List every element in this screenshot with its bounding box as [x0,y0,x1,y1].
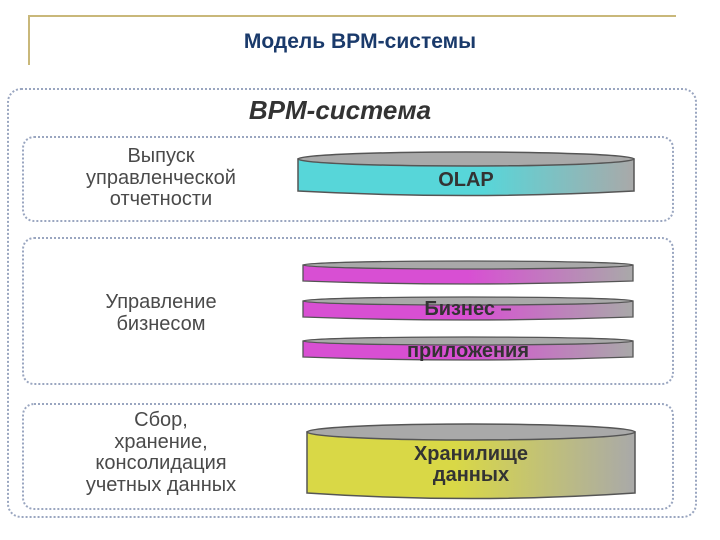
slide-title: Модель BPM-системы [243,30,477,53]
olap-label: OLAP [438,169,494,191]
layer-business-label: Управление бизнесом [105,291,217,335]
business-app-bar-1-label [302,260,634,286]
business-app-bar-1 [302,260,634,286]
data-warehouse-cylinder: Хранилище данных [305,422,637,504]
layer-reporting-label: Выпуск управленческой отчетности [86,145,236,211]
olap-cylinder: OLAP [296,150,636,200]
business-app-bar-3-label: приложения [406,340,530,362]
layer-data-collection [22,403,674,510]
slide-frame-top-line [28,15,676,17]
layer-reporting [22,136,674,222]
bpm-system-container [7,88,697,518]
data-warehouse-label: Хранилище данных [413,443,529,486]
layer-data-collection-label: Сбор, хранение, консолидация учетных дан… [85,409,237,496]
business-app-bar-3: приложения [302,336,634,362]
business-app-bar-2: Бизнес – [302,296,634,322]
slide-frame-left-line [28,15,30,65]
layer-business [22,237,674,385]
bpm-system-title: BPM-система [248,95,432,125]
business-app-bar-2-label: Бизнес – [424,298,512,320]
